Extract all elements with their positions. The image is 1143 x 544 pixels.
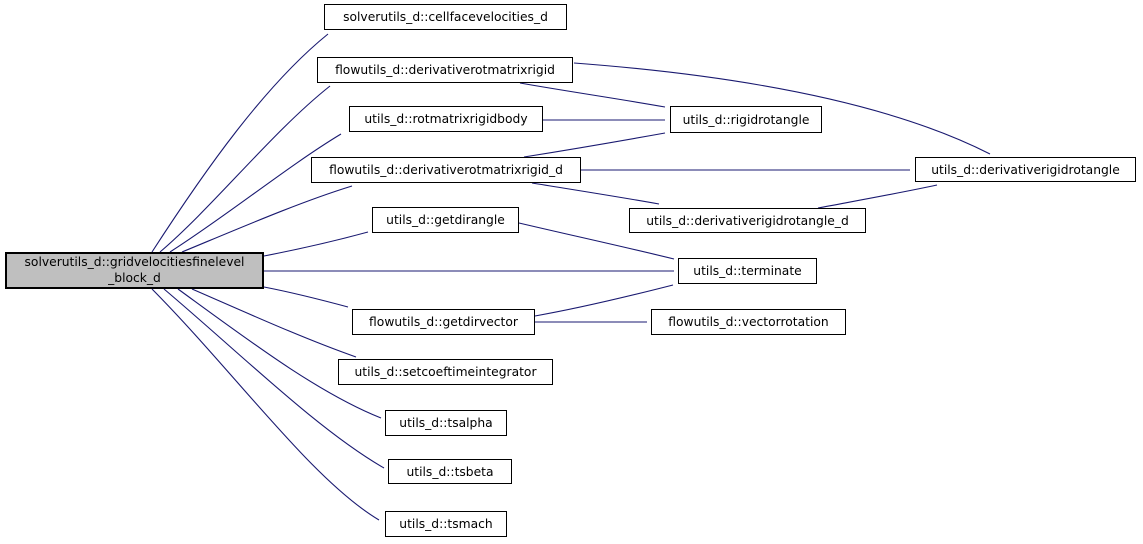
edge-main-to-getdirvector	[263, 286, 349, 308]
edge-derivativerotmatrixrigid-to-derivativerigidrotangle	[573, 62, 991, 155]
edge-main-to-derivativerotmatrixrigid_d	[181, 185, 353, 253]
edge-main-to-tsmach	[151, 288, 380, 521]
node-rigidrotangle[interactable]: utils_d::rigidrotangle	[670, 106, 822, 133]
node-getdirvector[interactable]: flowutils_d::getdirvector	[352, 309, 535, 335]
node-derivativerigidrotangle[interactable]: utils_d::derivativerigidrotangle	[915, 157, 1136, 182]
node-label-line1: solverutils_d::gridvelocitiesfinelevel	[24, 255, 245, 270]
edge-derivativerotmatrixrigid_d-to-rigidrotangle	[523, 132, 666, 158]
node-derivativerigidrotangle-d[interactable]: utils_d::derivativerigidrotangle_d	[629, 208, 866, 233]
node-gridvelocitiesfinelevel-block-d: solverutils_d::gridvelocitiesfinelevel _…	[5, 252, 264, 289]
edge-main-to-derivativerotmatrixrigid	[159, 85, 331, 253]
edge-main-to-rotmatrixrigidbody	[169, 133, 342, 253]
edge-main-to-tsbeta	[163, 288, 385, 469]
edge-main-to-tsalpha	[177, 288, 382, 419]
node-tsmach[interactable]: utils_d::tsmach	[385, 511, 507, 537]
node-tsbeta[interactable]: utils_d::tsbeta	[388, 459, 512, 484]
node-cellfacevelocities-d[interactable]: solverutils_d::cellfacevelocities_d	[324, 4, 567, 30]
edge-derivativerigidrotangle_d-to-derivativerigidrotangle	[817, 184, 938, 209]
edge-getdirangle-to-terminate	[518, 222, 675, 260]
node-vectorrotation[interactable]: flowutils_d::vectorrotation	[651, 309, 846, 335]
node-getdirangle[interactable]: utils_d::getdirangle	[372, 207, 519, 233]
node-rotmatrixrigidbody[interactable]: utils_d::rotmatrixrigidbody	[349, 106, 543, 132]
node-derivativerotmatrixrigid[interactable]: flowutils_d::derivativerotmatrixrigid	[317, 57, 573, 83]
node-label-line2: _block_d	[108, 270, 161, 285]
node-setcoeftimeintegrator[interactable]: utils_d::setcoeftimeintegrator	[338, 359, 553, 385]
node-derivativerotmatrixrigid-d[interactable]: flowutils_d::derivativerotmatrixrigid_d	[311, 157, 581, 183]
edge-main-to-setcoeftimeintegrator	[191, 288, 357, 358]
edge-getdirvector-to-terminate	[534, 284, 674, 317]
edge-main-to-getdirangle	[263, 231, 369, 257]
edge-main-to-cellfacevelocities_d	[151, 33, 329, 253]
edge-derivativerotmatrixrigid_d-to-derivativerigidrotangle_d	[531, 182, 660, 205]
node-terminate[interactable]: utils_d::terminate	[678, 258, 817, 284]
node-tsalpha[interactable]: utils_d::tsalpha	[385, 410, 507, 436]
edge-derivativerotmatrixrigid-to-rigidrotangle	[519, 82, 666, 108]
